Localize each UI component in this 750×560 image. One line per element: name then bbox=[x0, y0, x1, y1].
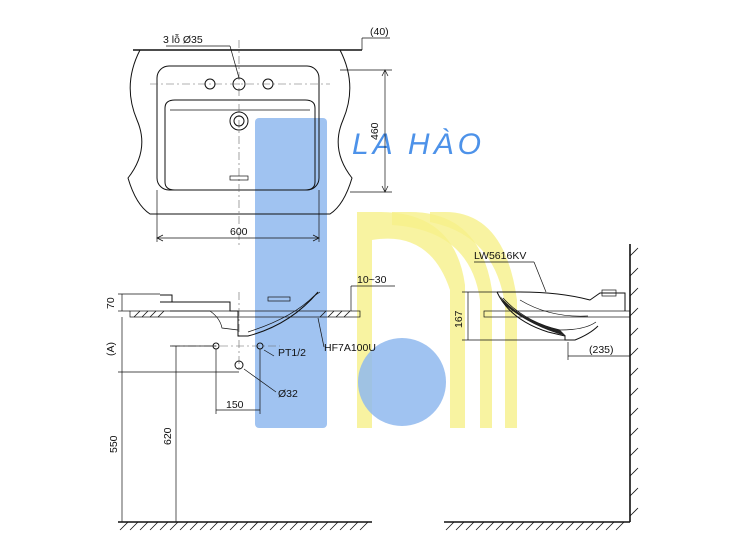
gap-label: 10~30 bbox=[357, 274, 387, 286]
rim-height-label: 70 bbox=[105, 297, 117, 309]
overflow-label-box bbox=[267, 296, 291, 302]
tap-hole-right bbox=[262, 78, 274, 90]
depth-label: 460 bbox=[369, 122, 381, 140]
section-basin-top bbox=[497, 291, 626, 311]
drain-outer bbox=[229, 111, 249, 131]
height-620-label: 620 bbox=[162, 427, 174, 445]
holes-leader bbox=[229, 45, 240, 79]
brand-watermark: LA HÀO bbox=[255, 118, 517, 428]
section-model-label: LW5616KV bbox=[474, 250, 526, 262]
brand-name: LA HÀO bbox=[352, 128, 485, 161]
bowl-height-label: 167 bbox=[453, 310, 465, 328]
pipe-thread-label: PT1/2 bbox=[278, 347, 306, 359]
tap-outline bbox=[160, 294, 173, 302]
bracket-leader bbox=[317, 317, 325, 348]
watermark-yellow-arch-mid bbox=[392, 212, 492, 428]
wall-offset-label: (235) bbox=[589, 344, 614, 356]
drain-inner bbox=[233, 115, 245, 127]
section-basin-outer bbox=[496, 291, 599, 341]
section-bowl-line bbox=[519, 299, 589, 317]
width-label: 600 bbox=[230, 226, 248, 238]
basin-outer-outline bbox=[127, 49, 353, 215]
watermark-blue-bar bbox=[255, 118, 327, 428]
depth-arrow-bottom bbox=[381, 185, 389, 193]
section-bowl-shading bbox=[500, 296, 566, 336]
side-view: 70 (A) PT1/2 Ø32 150 550 620 bbox=[105, 274, 395, 531]
a-label: (A) bbox=[105, 342, 117, 356]
drain-point bbox=[234, 360, 244, 370]
drain-diameter-label: Ø32 bbox=[278, 388, 298, 400]
basin-profile bbox=[160, 291, 319, 337]
counter-slab bbox=[129, 310, 361, 318]
model-leader bbox=[533, 261, 547, 293]
section-counter-slab bbox=[483, 310, 631, 318]
basin-inner-profile bbox=[170, 310, 239, 331]
overflow-slot bbox=[229, 175, 249, 181]
width-arrow-right bbox=[312, 234, 320, 242]
pipe-thread-leader bbox=[263, 349, 275, 357]
basin-rim-profile bbox=[247, 291, 321, 333]
counter-hatch bbox=[133, 310, 351, 318]
wall-hatch bbox=[629, 247, 639, 517]
offset-label: (40) bbox=[370, 26, 389, 38]
floor-hatch bbox=[119, 521, 369, 531]
holes-label: 3 lỗ Ø35 bbox=[163, 33, 203, 46]
tap-hole-left bbox=[204, 78, 216, 90]
height-550-label: 550 bbox=[108, 435, 120, 453]
supply-spacing-label: 150 bbox=[226, 399, 244, 411]
depth-arrow-top bbox=[381, 69, 389, 77]
section-floor-hatch bbox=[445, 521, 625, 531]
watermark-blue-circle bbox=[358, 338, 446, 426]
width-arrow-left bbox=[156, 234, 164, 242]
section-view: LW5616KV 167 (235) bbox=[444, 244, 639, 531]
watermark-yellow-arch-inner bbox=[430, 212, 517, 428]
basin-bowl-outline bbox=[164, 99, 316, 191]
section-tap-block bbox=[601, 289, 617, 297]
bracket-model-label: HF7A100U bbox=[324, 342, 376, 354]
top-view: 3 lỗ Ø35 (40) 460 600 bbox=[127, 26, 392, 248]
